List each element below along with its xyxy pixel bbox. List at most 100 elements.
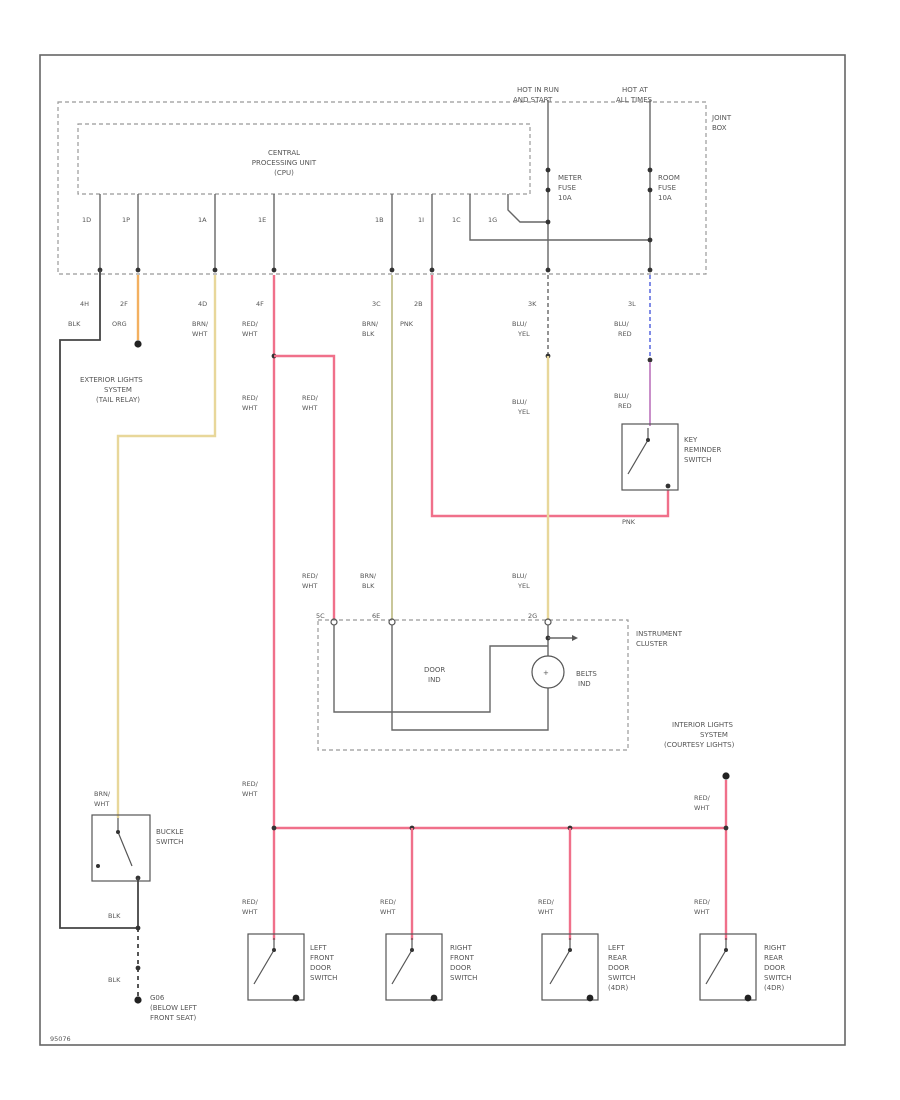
lf-switch-box [247,933,305,1001]
exterior-lights-label-2: SYSTEM [104,386,132,394]
key-reminder-box [621,423,679,491]
wire-3k-blu1: BLU/ [512,320,528,328]
connector-2b: 2B [414,300,423,308]
rr-label-1: RIGHT [764,944,787,952]
wire-blk-4h-ground [59,270,138,929]
room-fuse-label-3: 10A [658,194,672,202]
cpu-pin-1g: 1G [488,216,497,224]
interior-wire-2: WHT [694,804,709,812]
key-reminder-label-2: REMINDER [684,446,721,454]
diagram-id: 95076 [50,1035,71,1043]
lf-switch-ground [292,994,300,1002]
lr-switch-arm [549,938,571,985]
redwht-label-a1: RED/ [242,394,259,402]
cpu-pin-1p: 1P [122,216,130,224]
lf-label-2: FRONT [310,954,335,962]
exterior-lights-terminal [134,340,142,348]
wire-3c-brn1: BRN/ [362,320,379,328]
cluster-label-1: INSTRUMENT [636,630,683,638]
connector-4f: 4F [256,300,264,308]
buckle-switch-arm [117,818,133,867]
buckle-switch-label-2: SWITCH [156,838,183,846]
brnblk-label-2: BLK [362,582,375,590]
lf-label-3: DOOR [310,964,331,972]
lr-label-5: (4DR) [608,984,628,992]
junction-box-outline [57,101,707,275]
redwht-label-c2: WHT [302,582,317,590]
buckle-switch-contact [96,864,100,868]
meter-fuse-dot-bottom [545,187,551,193]
blured-label-1: BLU/ [614,392,630,400]
cpu-pin-1a: 1A [198,216,207,224]
hot-run-label-2: AND START [513,96,553,104]
bluyel-label-b2: YEL [517,582,530,590]
lf-switch-pivot [272,948,276,952]
bus-node-1 [271,825,277,831]
bluyel-label-b1: BLU/ [512,572,528,580]
hot-run-label-1: HOT IN RUN [517,86,559,94]
cluster-arrow-head [572,635,578,641]
brnblk-label-1: BRN/ [360,572,377,580]
lr-switch-box [541,933,599,1001]
buckle-wire-2: WHT [94,800,109,808]
door-switch-lf: RED/ WHT LEFT FRONT DOOR SWITCH [242,898,337,1002]
rr-label-4: SWITCH [764,974,791,982]
ground-label-3: FRONT SEAT) [150,1014,197,1022]
belt-indicator-lamp [531,655,565,689]
door-ind-label-2: IND [428,676,441,684]
pin-2f [135,267,141,273]
key-reminder-label-3: SWITCH [684,456,711,464]
wire-3c-brn2: BLK [362,330,375,338]
pin-2b [429,267,435,273]
redwht-label-c1: RED/ [302,572,319,580]
interior-lights-terminal [722,772,730,780]
wire-2b-pnk: PNK [400,320,414,328]
rr-wire-1: RED/ [694,898,711,906]
rr-switch-ground [744,994,752,1002]
bus-node-4 [723,825,729,831]
lr-label-1: LEFT [608,944,625,952]
rf-label-4: SWITCH [450,974,477,982]
key-reminder-label-1: KEY [684,436,698,444]
blured-splice [647,357,653,363]
belt-ind-label-2: IND [578,680,591,688]
pin-3k [545,267,551,273]
meter-fuse-label-2: FUSE [558,184,576,192]
cpu-pin-1b: 1B [375,216,384,224]
hot-all-label-2: ALL TIMES [616,96,653,104]
pin-4d [212,267,218,273]
buckle-switch-label-1: BUCKLE [156,828,184,836]
ground-splice [135,925,141,931]
rr-wire-2: WHT [694,908,709,916]
cpu-outline [77,123,531,195]
connector-2f: 2F [120,300,128,308]
hot-all-label-1: HOT AT [622,86,649,94]
interior-lights-label-1: INTERIOR LIGHTS [672,721,733,729]
rf-wire-2: WHT [380,908,395,916]
blured-label-2: RED [618,402,632,410]
cluster-pin-5c: 5C [316,612,325,620]
door-ind-label-1: DOOR [424,666,445,674]
lf-switch-arm [253,938,275,985]
pin-3l [647,267,653,273]
cpu-pin-1e: 1E [258,216,266,224]
pnk-label: PNK [622,518,636,526]
ground-label-1: G06 [150,994,165,1002]
wire-3k-blu2: YEL [517,330,530,338]
wire-4f-red2: WHT [242,330,257,338]
rr-switch-pivot [724,948,728,952]
wire-2f-org: ORG [112,320,127,328]
connector-3c: 3C [372,300,381,308]
wire-3l-blu2: RED [618,330,632,338]
cluster-belt-circuit [391,625,549,731]
key-reminder-out [665,483,671,489]
cluster-pin-2g: 2G [528,612,537,620]
interior-wire-1: RED/ [694,794,711,802]
cpu-label-3: (CPU) [274,169,294,177]
lf-label-1: LEFT [310,944,327,952]
meter-fuse-label-1: METER [558,174,582,182]
cpu-label-2: PROCESSING UNIT [252,159,317,167]
cpu-stub-1c [469,194,650,241]
room-splice-dot [647,237,653,243]
belt-ind-label-1: BELTS [576,670,597,678]
